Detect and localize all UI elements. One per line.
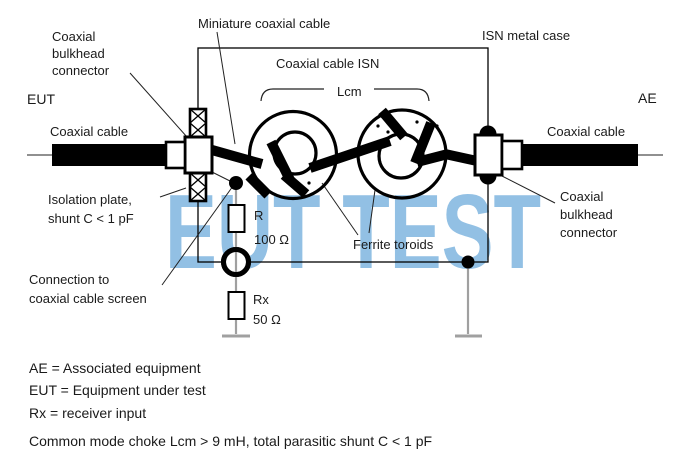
- label-coaxial-cable-right: Coaxial cable: [547, 124, 625, 139]
- label-screen-connection-2: coaxial cable screen: [29, 291, 147, 306]
- leader-screen-connection: [161, 185, 234, 286]
- winding-segment: [210, 145, 264, 169]
- label-isn-metal-case: ISN metal case: [482, 28, 570, 43]
- coaxial-cable-right: [522, 144, 638, 166]
- label-screen-connection-1: Connection to: [29, 272, 109, 287]
- coaxial-cable-left: [52, 144, 166, 166]
- winding-segment: [280, 171, 310, 198]
- leader-connector-to-dot: [211, 171, 231, 182]
- legend-line-eut: EUT = Equipment under test: [29, 382, 206, 398]
- label-connector-right-2: bulkhead: [560, 207, 613, 222]
- case-ground-dot: [461, 255, 475, 269]
- leader-connector-left: [129, 72, 188, 138]
- feedthrough-ring: [221, 247, 251, 277]
- label-eut: EUT: [27, 91, 55, 107]
- diagram-labels: Coaxial bulkhead connector Miniature coa…: [27, 16, 657, 327]
- note-common-mode-choke: Common mode choke Lcm > 9 mH, total para…: [29, 433, 432, 449]
- isolation-plate-bottom-hatch: [189, 172, 207, 202]
- winding-dot: [376, 124, 380, 128]
- label-connector-right-1: Coaxial: [560, 189, 603, 204]
- winding-segment: [443, 149, 479, 166]
- winding-segment: [245, 172, 272, 199]
- legend-line-ae: AE = Associated equipment: [29, 360, 201, 376]
- miniature-coax-windings: [210, 107, 479, 199]
- winding-segment: [378, 107, 408, 141]
- legend-line-rx: Rx = receiver input: [29, 405, 146, 421]
- winding-segment: [415, 149, 450, 167]
- leader-ferrite-2: [368, 189, 376, 234]
- label-connector-left-3: connector: [52, 63, 110, 78]
- label-lcm: Lcm: [337, 84, 362, 99]
- winding-dots: [296, 120, 439, 188]
- label-isolation-plate-1: Isolation plate,: [48, 192, 132, 207]
- winding-segment: [308, 136, 392, 173]
- connector-right-body: [473, 133, 504, 177]
- label-miniature-cable: Miniature coaxial cable: [198, 16, 330, 31]
- label-isolation-plate-2: shunt C < 1 pF: [48, 211, 134, 226]
- connector-left-nut: [164, 140, 187, 170]
- winding-segment: [410, 121, 436, 165]
- lcm-bracket-left: [260, 88, 324, 102]
- connector-left-body: [183, 135, 214, 175]
- leader-miniature-cable: [216, 31, 236, 145]
- resistor-rx-body: [227, 291, 246, 320]
- winding-dot: [435, 124, 439, 128]
- leader-isolation-plate: [159, 187, 187, 198]
- screen-connection-dot: [229, 176, 243, 190]
- isolation-plate-top-hatch: [189, 108, 207, 138]
- label-resistor-r-value: 100 Ω: [254, 232, 289, 247]
- connector-right-nut: [500, 139, 524, 171]
- label-coaxial-cable-isn: Coaxial cable ISN: [276, 56, 379, 71]
- resistor-r-body: [227, 204, 246, 233]
- isolation-plate-bottom: [188, 171, 208, 203]
- winding-dot: [386, 130, 390, 134]
- label-resistor-rx-value: 50 Ω: [253, 312, 281, 327]
- winding-dot: [307, 181, 311, 185]
- label-connector-left-1: Coaxial: [52, 29, 95, 44]
- label-ferrite-toroids: Ferrite toroids: [353, 237, 434, 252]
- label-coaxial-cable-left: Coaxial cable: [50, 124, 128, 139]
- label-connector-right-3: connector: [560, 225, 618, 240]
- legend-block: AE = Associated equipment EUT = Equipmen…: [29, 360, 432, 449]
- watermark-text: EUT TEST: [165, 173, 541, 291]
- winding-dot: [296, 184, 300, 188]
- winding-dot: [415, 120, 419, 124]
- leader-connector-right: [499, 174, 556, 204]
- lcm-bracket-right: [374, 88, 430, 102]
- bulkhead-connector-right: [473, 125, 524, 185]
- bulkhead-connector-left: [164, 107, 214, 203]
- label-connector-left-2: bulkhead: [52, 46, 105, 61]
- label-resistor-r-name: R: [254, 208, 263, 223]
- isolation-plate-top: [188, 107, 208, 139]
- label-resistor-rx-name: Rx: [253, 292, 269, 307]
- label-ae: AE: [638, 90, 657, 106]
- leader-ferrite-1: [321, 182, 359, 236]
